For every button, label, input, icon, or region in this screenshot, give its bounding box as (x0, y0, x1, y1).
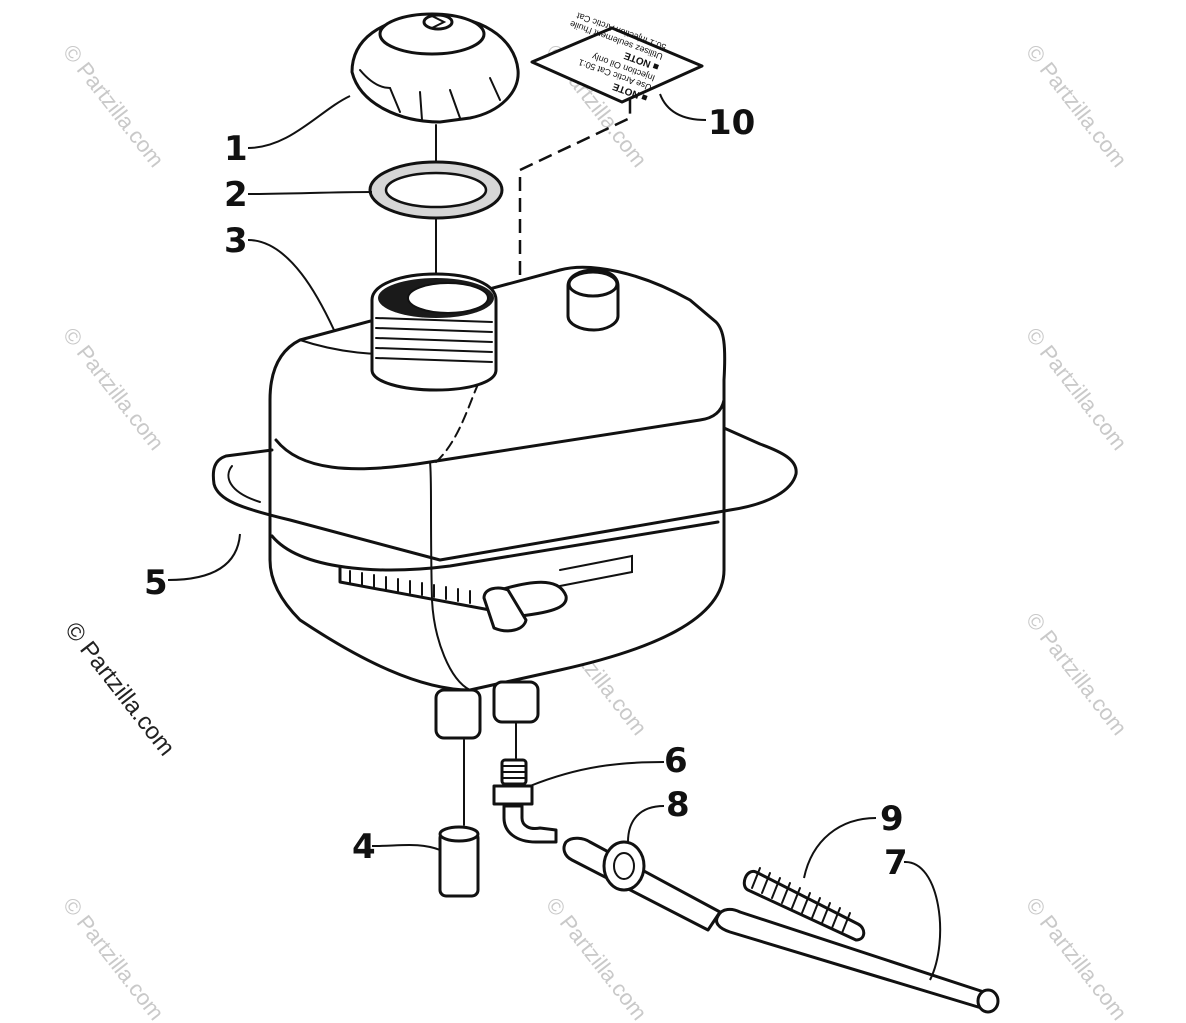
oil-tank (268, 265, 727, 740)
gasket (368, 160, 504, 220)
watermark: © Partzilla.com (541, 893, 652, 1023)
hold-down-band (211, 426, 798, 633)
watermark: © Partzilla.com (58, 893, 169, 1023)
spring-coils (751, 867, 851, 934)
callout-7: 7 (884, 843, 908, 883)
hose-spring-guard (742, 867, 866, 942)
tank-outlet (492, 680, 540, 724)
callout-9: 9 (880, 799, 904, 839)
watermark: © Partzilla.com (58, 40, 169, 172)
leader-7 (903, 860, 942, 981)
callout-5: 5 (144, 563, 168, 603)
callout-4: 4 (352, 827, 376, 867)
callout-3: 3 (224, 221, 248, 261)
outlet-plug (438, 825, 480, 898)
filler-neck-threads (375, 317, 493, 363)
watermark-dark: © Partzilla.com (59, 617, 180, 761)
watermark: © Partzilla.com (1021, 893, 1132, 1023)
band-serrations (349, 570, 471, 604)
leader-4 (371, 844, 441, 851)
tank-outlet (434, 688, 482, 740)
note-decal: ■ NOTE Use Arctic Cat 50:1 Injection Oil… (530, 10, 704, 104)
decal-location-line (518, 95, 632, 380)
callout-6: 6 (664, 741, 688, 781)
leader-9 (803, 817, 877, 879)
filler-cap (350, 12, 520, 124)
callout-leaders (167, 93, 942, 981)
leader-6 (529, 761, 665, 787)
callout-2: 2 (224, 175, 248, 215)
callout-10: 10 (708, 103, 755, 143)
leader-3 (247, 239, 335, 331)
leader-8 (627, 805, 665, 843)
callout-numbers: 1 2 3 4 5 6 7 8 9 10 (144, 103, 908, 883)
callout-8: 8 (666, 785, 690, 825)
hose-clamp (562, 836, 722, 932)
elbow-fitting (492, 758, 558, 844)
watermark: © Partzilla.com (1021, 608, 1132, 740)
leader-10 (659, 93, 707, 121)
callout-1: 1 (224, 129, 248, 169)
leader-2 (247, 191, 373, 195)
leader-1 (247, 95, 351, 149)
watermark: © Partzilla.com (1021, 323, 1132, 455)
watermark: © Partzilla.com (58, 323, 169, 455)
oil-hose (715, 907, 1000, 1014)
watermark: © Partzilla.com (1021, 40, 1132, 172)
leader-5 (167, 533, 241, 581)
